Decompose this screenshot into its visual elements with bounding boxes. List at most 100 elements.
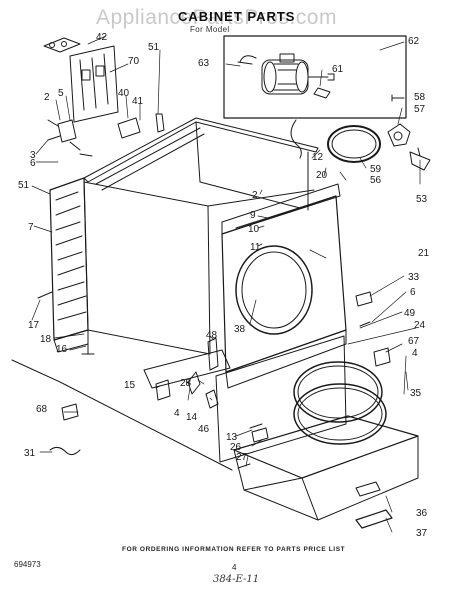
callout-28: 28 bbox=[180, 378, 192, 389]
screw-13 bbox=[249, 423, 263, 429]
drum-seal-inner bbox=[293, 383, 387, 445]
toe-panel bbox=[215, 335, 347, 463]
callout-31: 31 bbox=[24, 448, 36, 459]
callout-67: 67 bbox=[408, 336, 420, 347]
idler-pulley bbox=[387, 123, 411, 147]
callout-4a: 4 bbox=[412, 348, 418, 359]
page-number: 4 bbox=[232, 563, 237, 572]
cabinet-left-side bbox=[83, 181, 211, 355]
callout-labels: 42 51 62 63 70 61 2 5 40 41 58 57 3 6 12… bbox=[18, 32, 430, 539]
callout-17: 17 bbox=[28, 320, 40, 331]
callout-42: 42 bbox=[96, 32, 108, 43]
callout-11: 11 bbox=[250, 242, 261, 253]
callout-46: 46 bbox=[198, 424, 210, 435]
clip-46 bbox=[205, 389, 219, 409]
callout-59: 59 bbox=[370, 164, 382, 175]
callout-13: 13 bbox=[226, 432, 238, 443]
motor-clip bbox=[313, 87, 331, 99]
callout-49: 49 bbox=[404, 308, 416, 319]
screw-2a bbox=[47, 119, 81, 151]
callout-2b: 2 bbox=[252, 190, 258, 201]
cabinet-rear-edge bbox=[207, 189, 315, 207]
cabinet-corner-line bbox=[11, 359, 233, 471]
door-opening bbox=[235, 245, 313, 335]
drum-seal-outer bbox=[293, 361, 383, 423]
callout-6a: 6 bbox=[30, 158, 36, 169]
callout-4b: 4 bbox=[174, 408, 180, 419]
callout-58: 58 bbox=[414, 92, 426, 103]
callout-26: 26 bbox=[230, 442, 242, 453]
callout-16: 16 bbox=[56, 344, 68, 355]
latch-15 bbox=[155, 379, 171, 401]
watermark-text: AppliancePartsPros.com bbox=[96, 6, 337, 29]
callout-70: 70 bbox=[128, 56, 140, 67]
callout-53: 53 bbox=[416, 194, 428, 205]
console-bracket bbox=[43, 37, 119, 123]
callout-40: 40 bbox=[118, 88, 130, 99]
timer-switch-40 bbox=[117, 117, 141, 139]
cabinet-base-tray bbox=[233, 415, 419, 479]
callout-62: 62 bbox=[408, 36, 420, 47]
callout-24: 24 bbox=[414, 320, 426, 331]
callout-5: 5 bbox=[58, 88, 64, 99]
callout-21: 21 bbox=[418, 248, 430, 259]
callout-48: 48 bbox=[206, 330, 218, 341]
front-panel-top-rail bbox=[221, 183, 341, 235]
base-cover-37 bbox=[355, 509, 393, 529]
screw-17 bbox=[37, 291, 53, 299]
callout-14: 14 bbox=[186, 412, 198, 423]
callout-61: 61 bbox=[332, 64, 344, 75]
wire-clip-53 bbox=[409, 147, 431, 171]
drive-belt bbox=[327, 125, 381, 163]
screw-6a bbox=[79, 153, 93, 157]
callout-18: 18 bbox=[40, 334, 52, 345]
callout-10: 10 bbox=[248, 224, 260, 235]
handwritten-note: 384-E-11 bbox=[213, 574, 260, 585]
motor-wire bbox=[290, 119, 302, 159]
drive-motor bbox=[261, 53, 335, 95]
callout-2a: 2 bbox=[44, 92, 50, 103]
ordering-info-note: FOR ORDERING INFORMATION REFER TO PARTS … bbox=[122, 546, 346, 553]
front-panel bbox=[221, 195, 347, 373]
callout-15: 15 bbox=[124, 380, 136, 391]
callout-57: 57 bbox=[414, 104, 426, 115]
diagram-subtitle: For Model bbox=[190, 25, 230, 34]
callout-68: 68 bbox=[36, 404, 48, 415]
spring-14 bbox=[187, 371, 201, 395]
callout-27: 27 bbox=[236, 452, 248, 463]
hinge-67 bbox=[373, 347, 391, 367]
callout-35: 35 bbox=[410, 388, 422, 399]
callout-3: 3 bbox=[30, 150, 36, 161]
callout-33: 33 bbox=[408, 272, 420, 283]
callout-7: 7 bbox=[28, 222, 34, 233]
callout-20: 20 bbox=[316, 170, 328, 181]
callout-51b: 51 bbox=[18, 180, 30, 191]
cabinet-top-edge bbox=[83, 117, 319, 183]
clip-51 bbox=[155, 113, 165, 133]
callout-6b: 6 bbox=[410, 287, 416, 298]
front-panel-bottom bbox=[225, 329, 347, 389]
part-31 bbox=[49, 446, 81, 456]
callout-37: 37 bbox=[416, 528, 428, 539]
callout-41: 41 bbox=[132, 96, 144, 107]
motor-assembly-box bbox=[223, 35, 407, 119]
diagram-title: CABINET PARTS bbox=[178, 9, 296, 24]
leveling-leg-16 bbox=[81, 337, 95, 355]
cabinet-inner-back bbox=[199, 181, 301, 209]
leader-lines bbox=[31, 35, 421, 533]
callout-12: 12 bbox=[312, 152, 324, 163]
base-slot bbox=[355, 481, 381, 497]
base-rail bbox=[143, 349, 231, 389]
screw-27 bbox=[237, 463, 251, 469]
clip-26 bbox=[251, 427, 269, 443]
callout-51a: 51 bbox=[148, 42, 160, 53]
callout-63: 63 bbox=[198, 58, 210, 69]
callout-9: 9 bbox=[250, 210, 256, 221]
callout-36: 36 bbox=[416, 508, 428, 519]
callout-38: 38 bbox=[234, 324, 246, 335]
document-code: 694973 bbox=[14, 560, 41, 569]
callout-56: 56 bbox=[370, 175, 382, 186]
motor-bracket bbox=[237, 55, 257, 65]
cabinet-back bbox=[195, 121, 309, 211]
